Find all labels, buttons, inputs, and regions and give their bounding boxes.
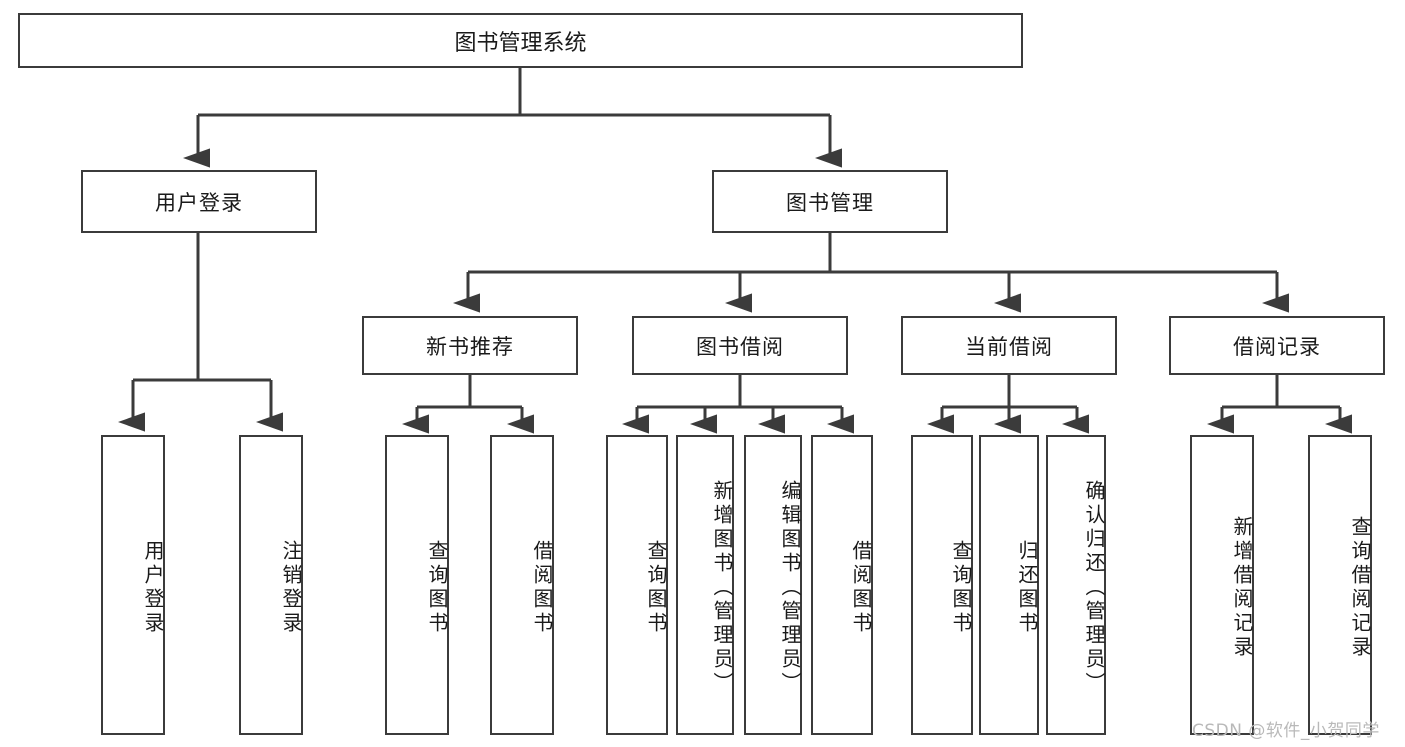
leaf-borrow-borrow-book[interactable]: 借阅图书 bbox=[811, 435, 873, 735]
leaf-user-login-login[interactable]: 用户登录 bbox=[101, 435, 165, 735]
node-label: 图书借阅 bbox=[696, 334, 784, 359]
leaf-current-query-book[interactable]: 查询图书 bbox=[911, 435, 973, 735]
node-borrow-record[interactable]: 借阅记录 bbox=[1169, 316, 1385, 375]
node-label: 借阅图书 bbox=[530, 540, 554, 636]
node-label: 归还图书 bbox=[1015, 540, 1039, 636]
node-label: 新增借阅记录 bbox=[1230, 516, 1254, 660]
leaf-borrow-edit-book-admin[interactable]: 编辑图书（管理员） bbox=[744, 435, 802, 735]
leaf-recommend-query-book[interactable]: 查询图书 bbox=[385, 435, 449, 735]
node-label: 用户登录 bbox=[155, 190, 243, 215]
node-label: 图书管理 bbox=[786, 190, 874, 215]
node-label: 查询借阅记录 bbox=[1348, 516, 1372, 660]
node-label: 图书管理系统 bbox=[454, 30, 587, 56]
watermark-text: CSDN @软件_小贺同学 bbox=[1192, 721, 1380, 741]
leaf-record-add-record[interactable]: 新增借阅记录 bbox=[1190, 435, 1254, 735]
leaf-borrow-query-book[interactable]: 查询图书 bbox=[606, 435, 668, 735]
leaf-record-query-record[interactable]: 查询借阅记录 bbox=[1308, 435, 1372, 735]
leaf-current-confirm-return-admin[interactable]: 确认归还（管理员） bbox=[1046, 435, 1106, 735]
node-label: 用户登录 bbox=[141, 540, 165, 636]
node-root-system[interactable]: 图书管理系统 bbox=[18, 13, 1023, 68]
leaf-user-login-logout[interactable]: 注销登录 bbox=[239, 435, 303, 735]
node-label: 查询图书 bbox=[949, 540, 973, 636]
node-label: 确认归还（管理员） bbox=[1082, 480, 1106, 696]
node-label: 编辑图书（管理员） bbox=[778, 480, 802, 696]
node-label: 新书推荐 bbox=[426, 334, 514, 359]
node-book-borrow[interactable]: 图书借阅 bbox=[632, 316, 848, 375]
node-label: 新增图书（管理员） bbox=[710, 480, 734, 696]
node-label: 当前借阅 bbox=[965, 334, 1053, 359]
node-new-book-recommend[interactable]: 新书推荐 bbox=[362, 316, 578, 375]
leaf-current-return-book[interactable]: 归还图书 bbox=[979, 435, 1039, 735]
node-user-login[interactable]: 用户登录 bbox=[81, 170, 317, 233]
leaf-recommend-borrow-book[interactable]: 借阅图书 bbox=[490, 435, 554, 735]
node-label: 注销登录 bbox=[279, 540, 303, 636]
leaf-borrow-add-book-admin[interactable]: 新增图书（管理员） bbox=[676, 435, 734, 735]
node-label: 查询图书 bbox=[644, 540, 668, 636]
node-book-management[interactable]: 图书管理 bbox=[712, 170, 948, 233]
node-label: 查询图书 bbox=[425, 540, 449, 636]
node-label: 借阅图书 bbox=[849, 540, 873, 636]
node-label: 借阅记录 bbox=[1233, 334, 1321, 359]
node-current-borrow[interactable]: 当前借阅 bbox=[901, 316, 1117, 375]
